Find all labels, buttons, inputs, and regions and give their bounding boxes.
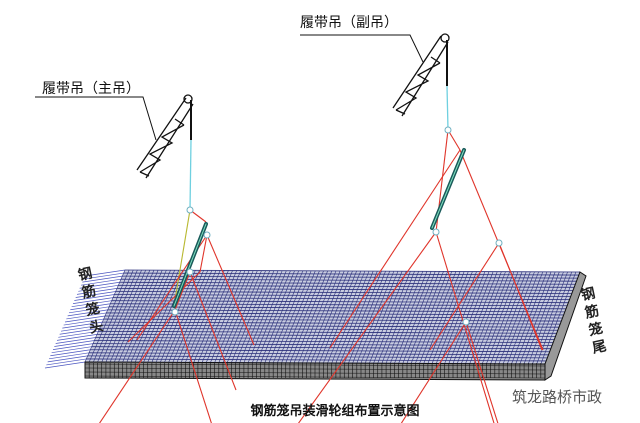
watermark: 筑龙路桥市政 <box>512 388 603 406</box>
pulleys <box>171 126 503 326</box>
aux-crane <box>392 33 450 117</box>
slings <box>99 129 544 423</box>
leader-lines <box>35 34 424 141</box>
spreader-beams <box>172 148 466 308</box>
aux-crane-label: 履带吊（副吊） <box>300 15 398 31</box>
main-crane-label: 履带吊（主吊） <box>42 81 140 97</box>
rebar-cage <box>44 269 587 381</box>
main-crane <box>136 94 194 179</box>
diagram-title: 钢筋笼吊装滑轮组布置示意图 <box>250 404 420 419</box>
hook-ropes <box>189 85 449 211</box>
